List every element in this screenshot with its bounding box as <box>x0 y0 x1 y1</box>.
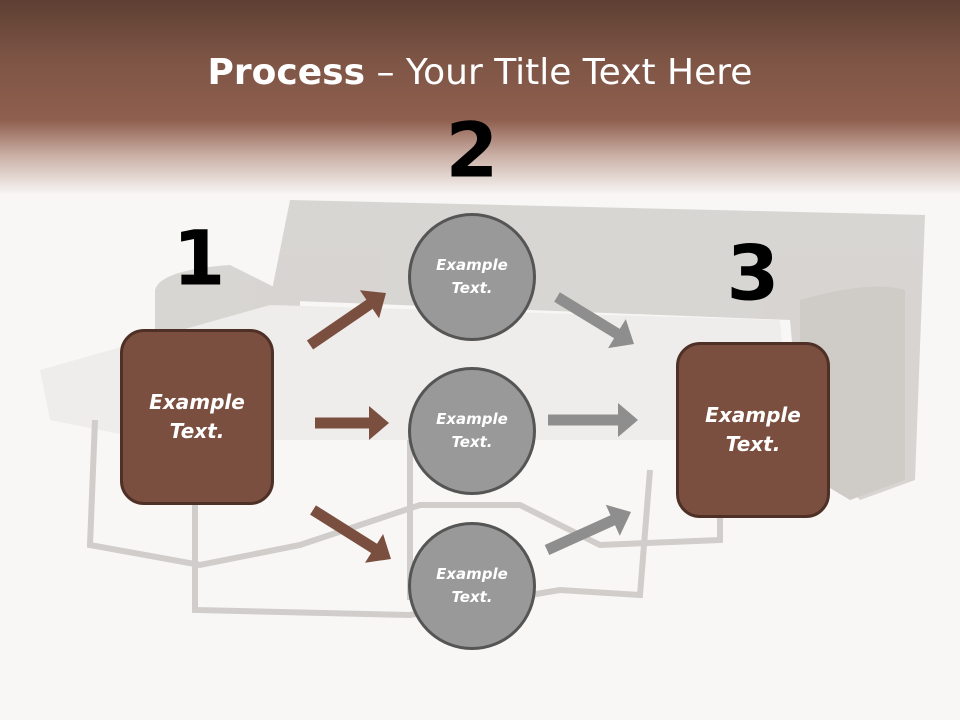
circle-text-line2: Text. <box>451 588 493 606</box>
slide-title: Process – Your Title Text Here <box>0 52 960 93</box>
arrow-middle-to-box-icon <box>548 403 638 437</box>
arrow-to-top-circle-icon <box>306 290 386 350</box>
arrow-top-to-box-icon <box>554 292 634 349</box>
header-band <box>0 0 960 200</box>
circle-text-line2: Text. <box>451 433 493 451</box>
title-rest: – Your Title Text Here <box>365 52 753 93</box>
box-text-line2: Text. <box>169 419 225 443</box>
circle-text-line1: Example <box>436 410 508 428</box>
arrow-bottom-to-box-icon <box>544 504 631 556</box>
box-text-line1: Example <box>149 390 245 414</box>
step-number-2: 2 <box>445 105 499 195</box>
arrow-to-middle-circle-icon <box>315 406 389 440</box>
circle-text-line1: Example <box>436 565 508 583</box>
circle-text-line2: Text. <box>451 279 493 297</box>
box-text-line2: Text. <box>725 432 781 456</box>
box-text-line1: Example <box>705 403 801 427</box>
title-bold: Process <box>207 52 366 93</box>
arrow-to-bottom-circle-icon <box>310 505 391 563</box>
step-number-1: 1 <box>172 213 226 303</box>
step-number-3: 3 <box>726 228 780 318</box>
circle-text-line1: Example <box>436 256 508 274</box>
